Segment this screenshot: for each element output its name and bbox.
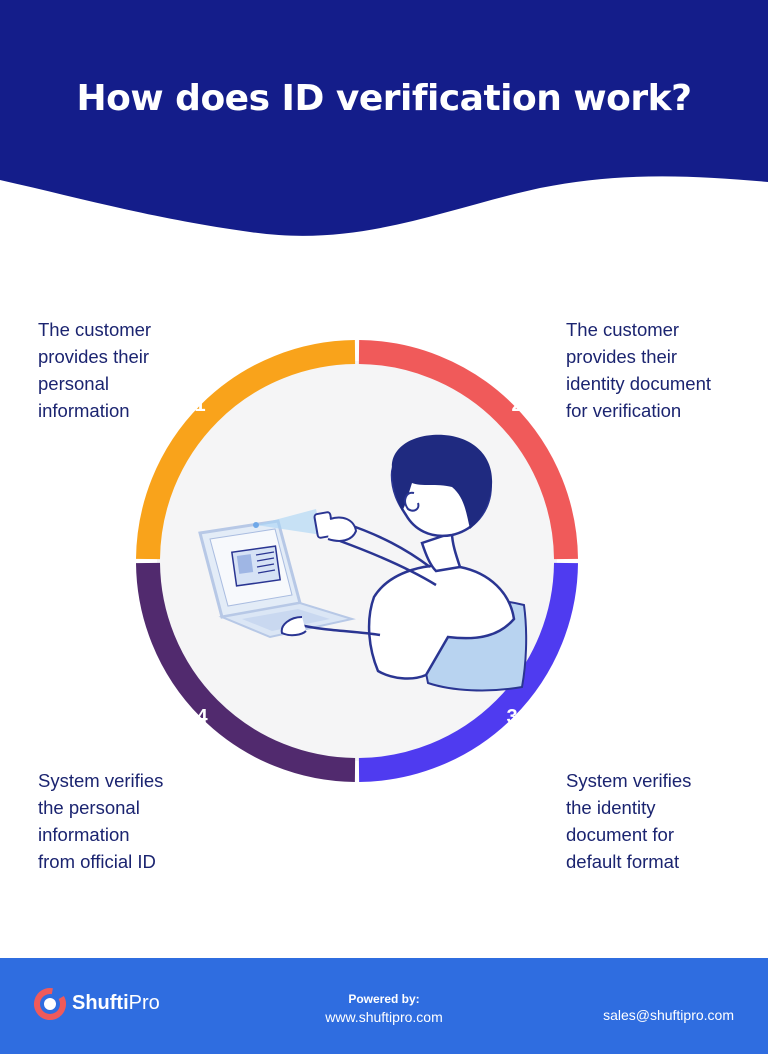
step-2-arc [358,340,578,560]
verification-cycle-diagram: 1 2 3 4 [136,340,578,782]
page-title: How does ID verification work? [76,78,692,119]
header-banner [0,0,768,236]
footer-bar: ShuftiPro Powered by: www.shuftipro.com … [0,958,768,1054]
shuftipro-logo-icon [34,988,66,1020]
step-2-description: The customer provides their identity doc… [566,319,712,421]
step-2-number: 2 [511,394,522,416]
brand-name: ShuftiPro [72,992,160,1015]
step-1-arc [136,340,356,560]
step-4-number: 4 [196,706,208,728]
contact-email-link[interactable]: sales@shuftipro.com [603,1007,734,1023]
person-scanning-id-with-laptop-icon [198,434,528,692]
step-1-number: 1 [194,394,205,416]
step-3-arc [358,562,578,782]
website-link[interactable]: www.shuftipro.com [325,1009,443,1025]
header-wave-background [0,0,768,236]
step-1-description: The customer provides their personal inf… [38,319,152,421]
powered-by-label: Powered by: [348,992,420,1006]
step-4-arc [136,562,356,782]
brand-name-bold: Shufti [72,992,129,1014]
shuftipro-logo[interactable]: ShuftiPro [32,986,192,1022]
step-4-description: System verifies the personal information… [38,770,164,872]
brand-name-regular: Pro [128,992,160,1014]
step-3-number: 3 [506,706,517,728]
step-3-description: System verifies the identity document fo… [566,770,692,872]
